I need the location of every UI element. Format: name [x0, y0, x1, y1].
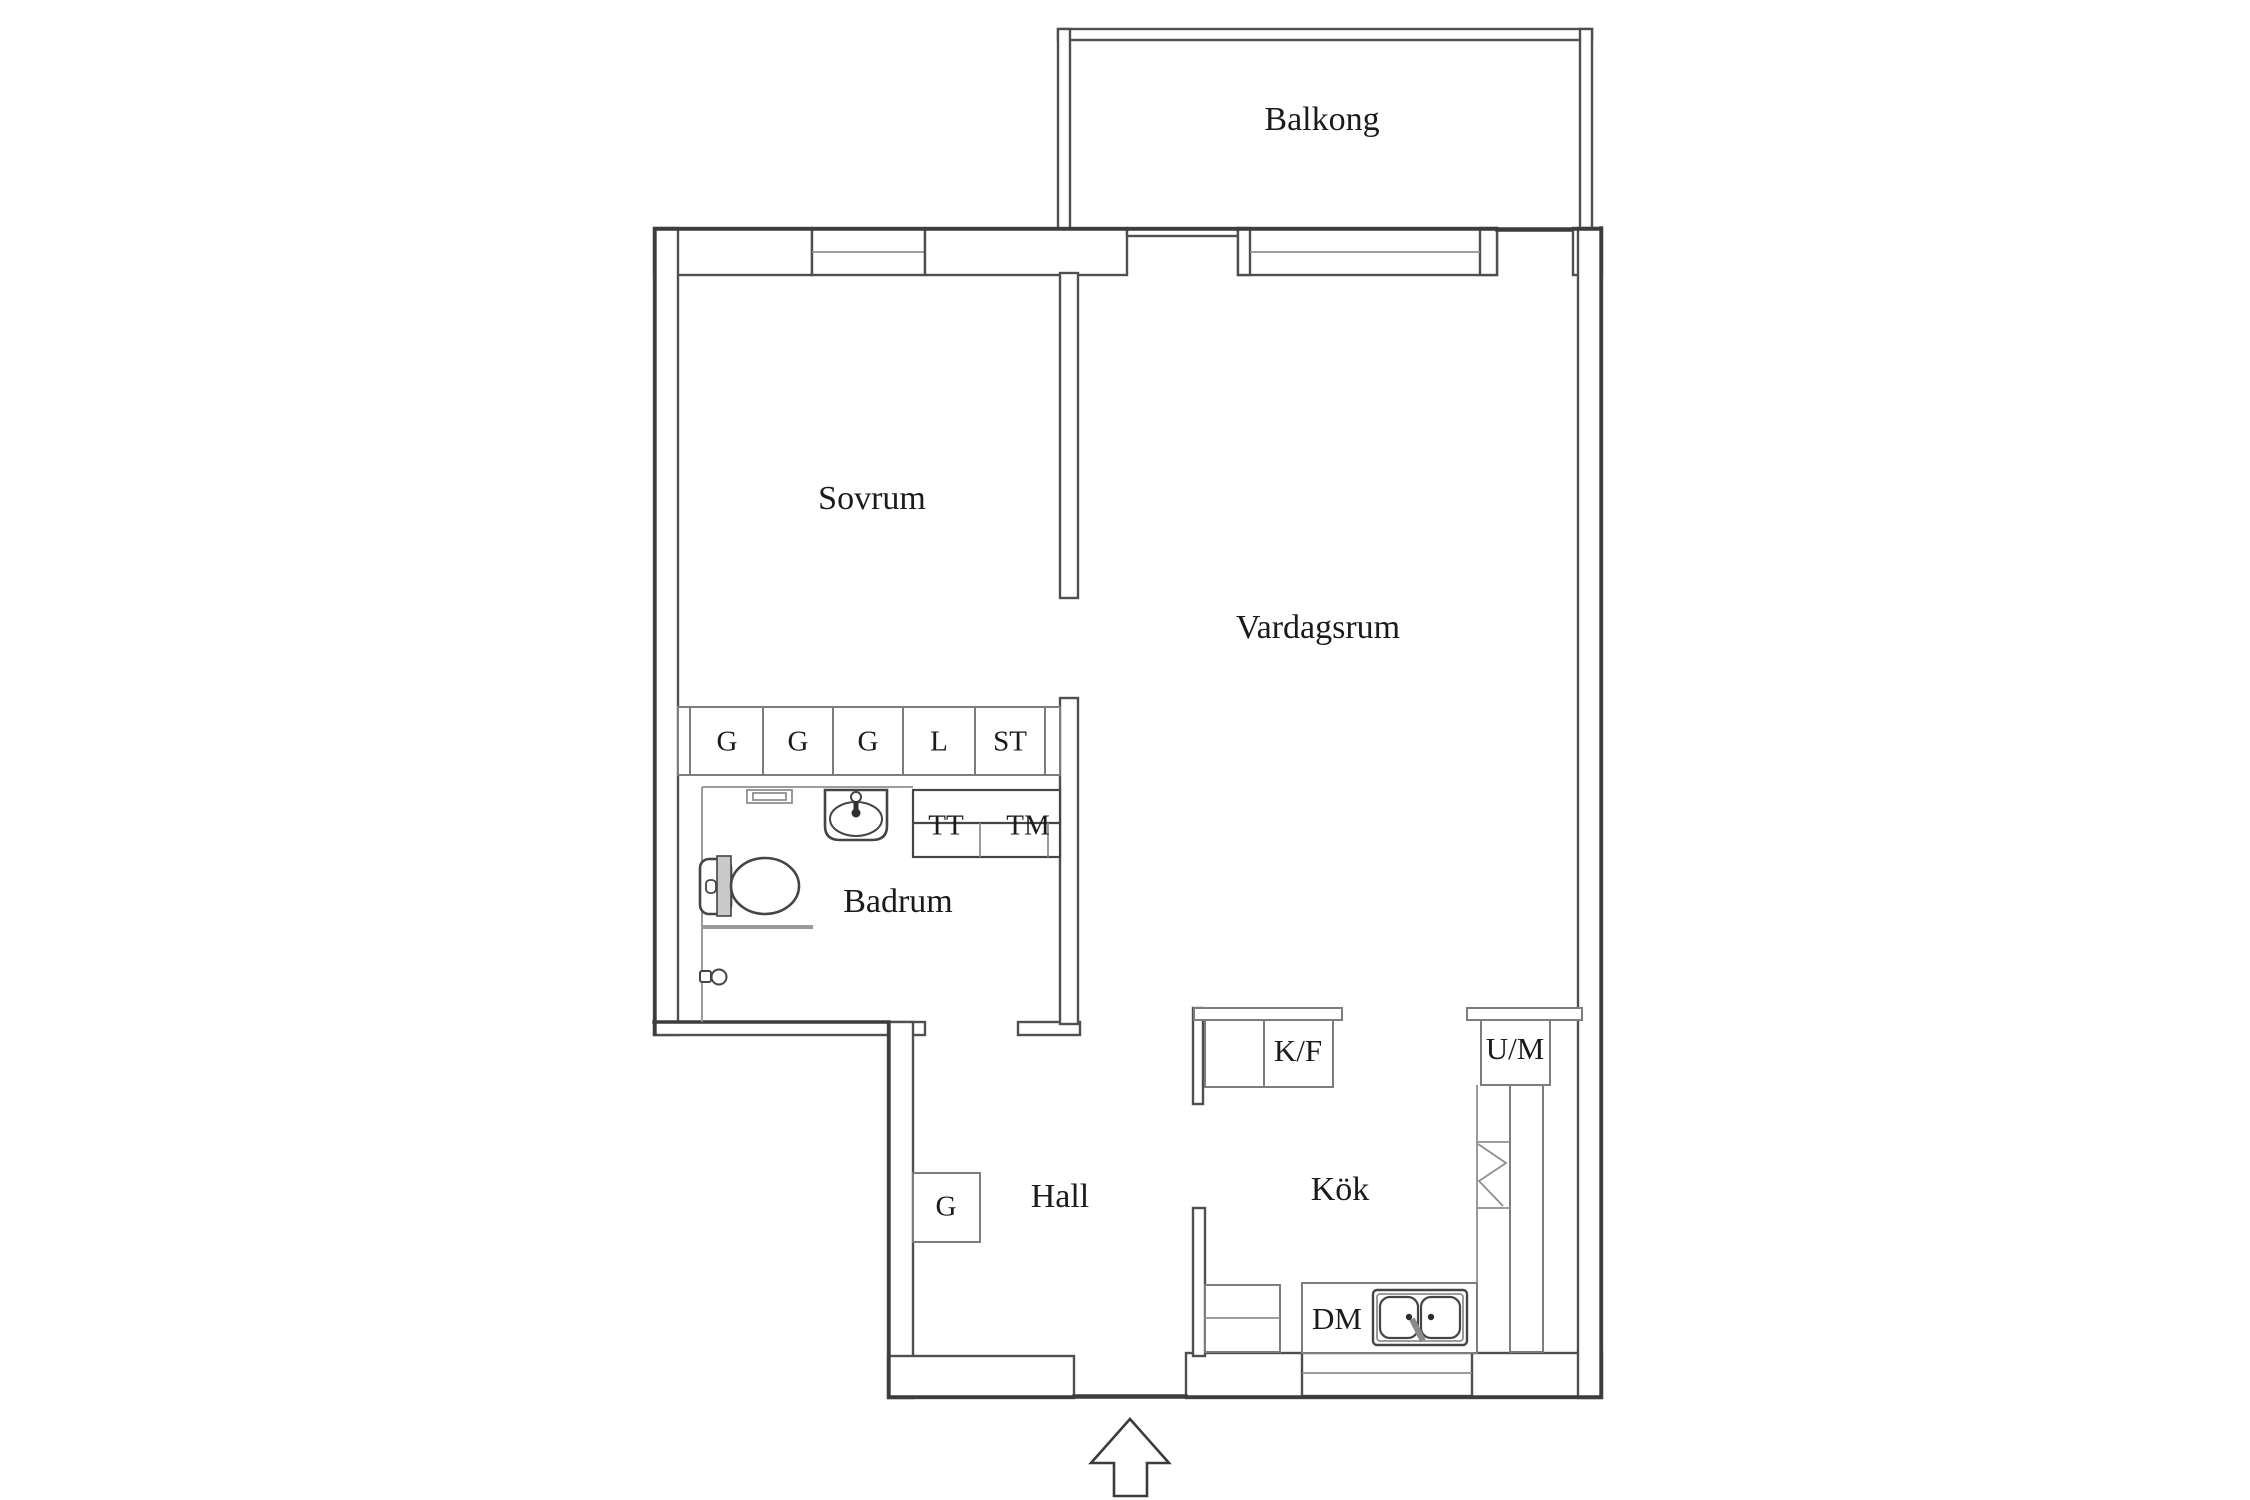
hall-closet-label: G	[936, 1191, 957, 1223]
kitchen-sink-icon	[1371, 1288, 1469, 1347]
oven-microwave-label: U/M	[1486, 1031, 1545, 1066]
sink-drain-left	[1405, 1313, 1413, 1321]
cleaning-closet-label: ST	[993, 726, 1027, 758]
fridge-freezer-label: K/F	[1274, 1033, 1322, 1068]
bedroom-living-wall-upper	[1058, 271, 1080, 600]
bedroom-label: Sovrum	[818, 480, 926, 517]
dryer-label: TT	[928, 810, 964, 842]
toilet-seat-hinge	[716, 855, 732, 917]
sink-drain-right	[1427, 1313, 1435, 1321]
balcony-window-jamb	[1478, 226, 1499, 277]
lower-left-wall	[886, 1020, 915, 1400]
balcony-window-jamb	[1236, 226, 1252, 277]
living-room: Vardagsrum	[1236, 609, 1400, 646]
dishwasher-label: DM	[1312, 1301, 1362, 1336]
balcony-left-wall	[1056, 27, 1072, 231]
bathroom-label: Badrum	[843, 883, 953, 920]
bedroom: Sovrum	[818, 480, 926, 517]
wall-stub	[1016, 1020, 1082, 1037]
toilet-icon	[698, 855, 801, 917]
shelf-icon	[746, 789, 793, 804]
shower-head-icon	[699, 968, 728, 986]
bathroom-south-wall	[652, 1020, 927, 1037]
balcony-right-wall	[1578, 27, 1594, 231]
exterior-walls	[652, 226, 1604, 1400]
wardrobe-row-box	[677, 706, 1061, 776]
kitchen-label: Kök	[1311, 1171, 1370, 1208]
wardrobe-row: G G G L ST	[677, 706, 1061, 776]
basin-faucet-stem	[853, 801, 859, 810]
shower-head-mount	[699, 970, 712, 983]
bottom-wall-hall	[886, 1354, 1076, 1400]
hall: G Hall	[912, 1172, 1090, 1243]
kitchen-wall-stub	[1191, 1006, 1205, 1106]
entrance-arrow-icon	[1088, 1417, 1172, 1498]
interior-walls	[701, 271, 1207, 1358]
sink-faucet	[1409, 1317, 1426, 1343]
balcony-label: Balkong	[1264, 101, 1379, 138]
balcony-top-wall	[1056, 27, 1594, 42]
oven-microwave-unit: U/M	[1466, 1007, 1583, 1086]
laundry-unit: TT TM	[911, 788, 1062, 859]
oven-counter-lip	[1466, 1007, 1583, 1021]
wall-segment	[923, 226, 1129, 277]
kitchen: K/F U/M DM Kök	[1193, 1007, 1583, 1354]
basin-faucet-base	[851, 808, 861, 818]
kitchen-window	[1300, 1351, 1474, 1398]
bifold-fold-lines	[1477, 1143, 1508, 1207]
fridge-counter-lip	[1193, 1007, 1343, 1021]
fridge-freezer-box	[1204, 1019, 1334, 1088]
shelf-icon-inner	[752, 792, 787, 801]
toilet-bowl	[729, 856, 801, 916]
left-wall	[652, 226, 680, 1037]
hall-closet-box	[912, 1172, 981, 1243]
balcony: Balkong	[1056, 27, 1594, 231]
hall-kitchen-wall	[1191, 1206, 1207, 1358]
basin-icon	[823, 788, 889, 842]
right-wall	[1576, 226, 1604, 1400]
fridge-freezer-unit: K/F	[1193, 1007, 1343, 1088]
wardrobe-label: G	[788, 726, 809, 758]
living-room-label: Vardagsrum	[1236, 609, 1400, 646]
toilet-button	[705, 879, 717, 894]
bifold-door-icon	[1477, 1141, 1510, 1209]
wardrobe-label: G	[858, 726, 879, 758]
washer-label: TM	[1006, 810, 1050, 842]
shower-head	[710, 968, 728, 986]
sink-basin-right	[1419, 1295, 1462, 1340]
tall-cabinet	[1509, 1084, 1544, 1353]
sink-basin-left	[1378, 1295, 1420, 1340]
perimeter-outline	[652, 226, 1603, 1399]
wardrobe-label: G	[717, 726, 738, 758]
oven-microwave-box	[1480, 1019, 1551, 1086]
bathroom: TT TM Badrum	[698, 788, 1062, 986]
hall-label: Hall	[1031, 1178, 1090, 1215]
linen-closet-label: L	[930, 726, 948, 758]
bathroom-living-wall-lower	[1058, 696, 1080, 1026]
basin-faucet	[850, 791, 862, 803]
